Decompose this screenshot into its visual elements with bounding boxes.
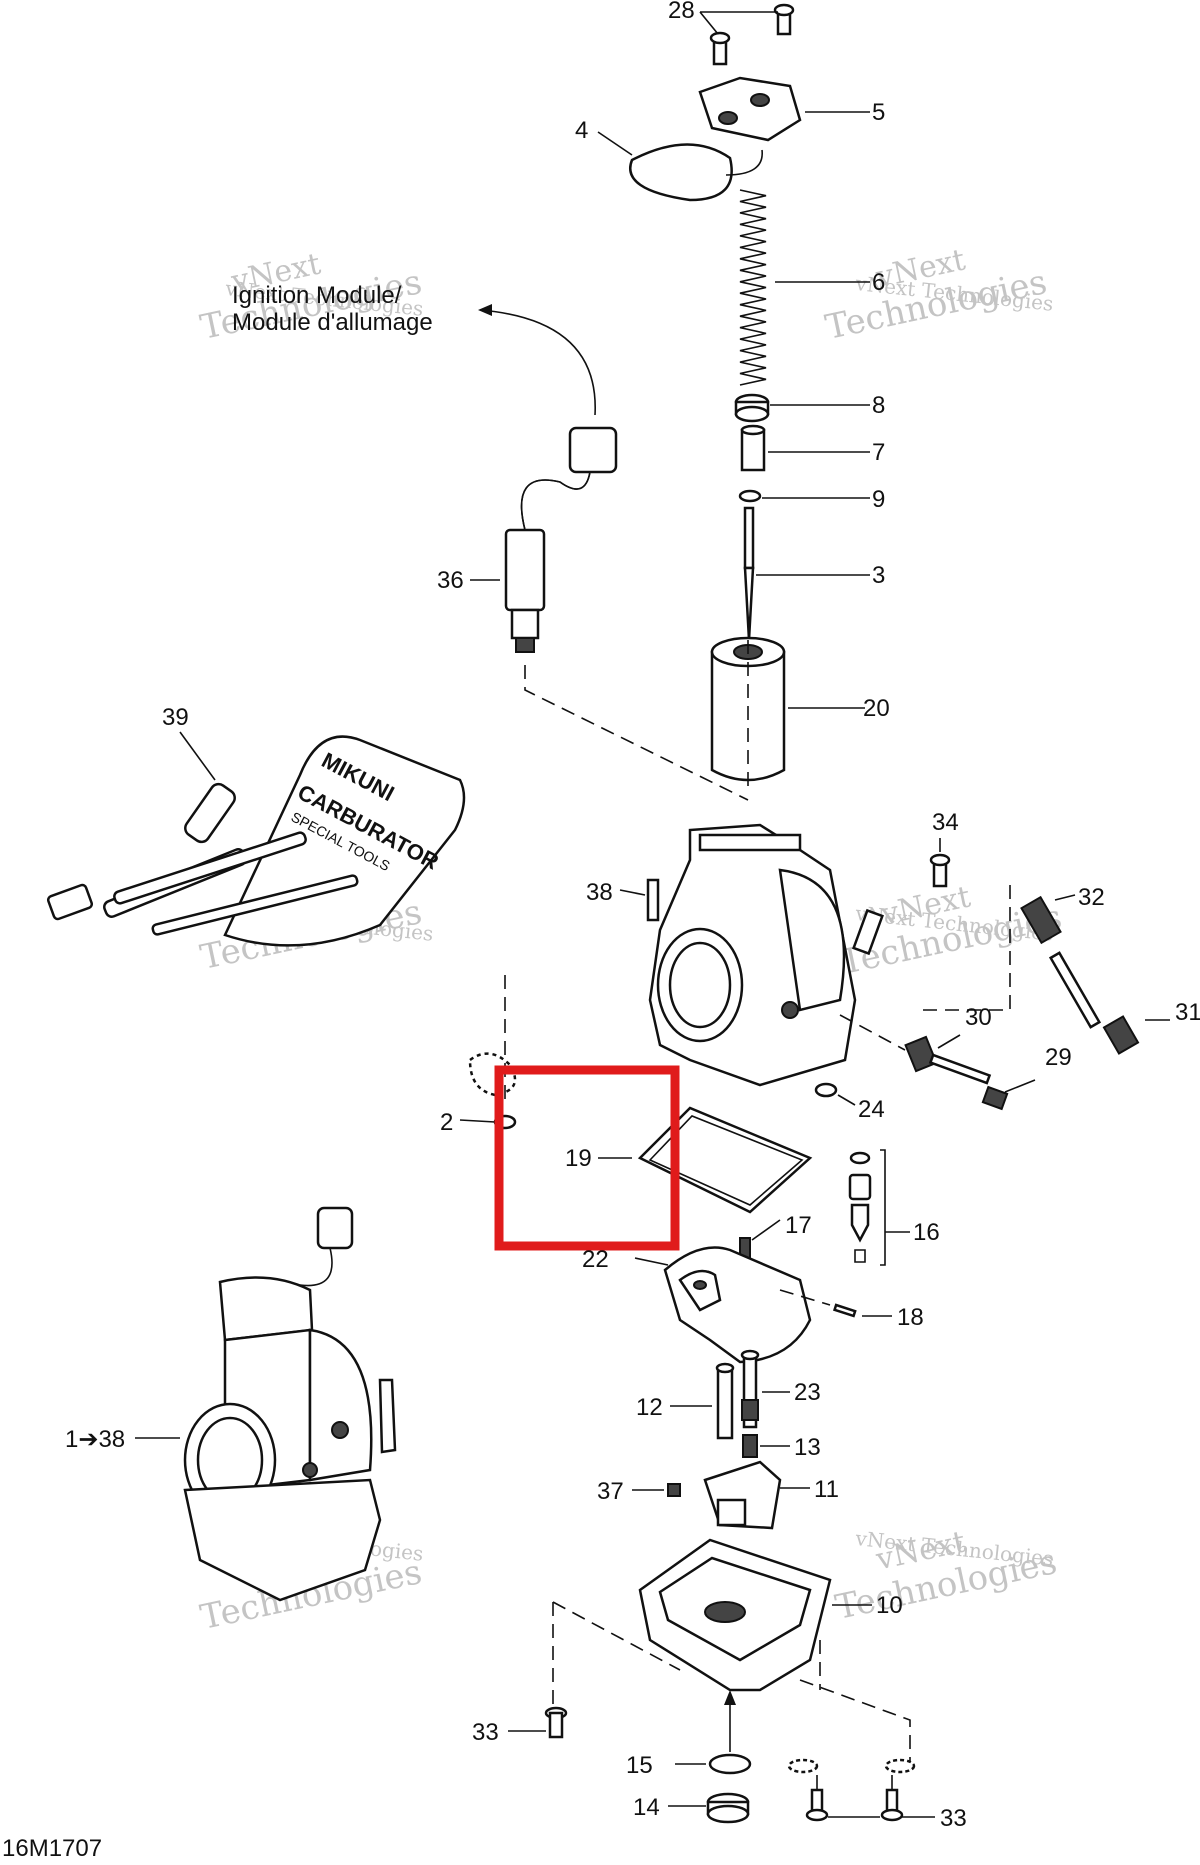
callout-labels: 28 5 4 6 8 7 9 3 36 20 39 34 38 32 31 30… [65,0,1200,1832]
part-oring-15 [675,1690,752,1775]
part-screw-34 [929,838,951,888]
callout-24: 24 [858,1096,885,1123]
callout-6: 6 [872,269,885,296]
svg-text:Module d'allumage: Module d'allumage [232,309,433,336]
part-pin-18 [779,1289,892,1318]
callout-15: 15 [626,1752,653,1779]
callout-17: 17 [785,1212,812,1239]
callout-31: 31 [1175,999,1200,1026]
part-plug-37 [632,1483,681,1497]
callout-29: 29 [1045,1044,1072,1071]
part-float-22 [634,1246,812,1364]
part-spring-6 [738,188,870,388]
ignition-arrow [479,309,596,416]
part-gasket-4 [597,131,763,202]
part-float-valve-16 [848,1149,910,1266]
part-gasket-19 [598,1106,813,1214]
part-carb-body [619,823,884,1087]
part-screws-28 [699,3,795,66]
callout-13: 13 [794,1434,821,1461]
callout-12: 12 [636,1394,663,1421]
callout-22: 22 [582,1246,609,1273]
part-idle-screw-30-29 [839,1014,1036,1111]
callout-9: 9 [872,486,885,513]
ignition-arrowhead [478,304,492,316]
callout-30: 30 [965,1004,992,1031]
svg-text:Ignition Module/: Ignition Module/ [232,282,402,309]
callout-19: 19 [565,1145,592,1172]
part-float-bowl-10 [552,1538,911,1770]
callout-5: 5 [872,99,885,126]
part-toolkit-39: MIKUNI CARBURATOR SPECIAL TOOLS [46,731,466,947]
callout-38: 38 [586,879,613,906]
part-plug-14 [668,1792,750,1824]
callout-33-right: 33 [940,1805,967,1832]
part-cap-5 [698,76,870,142]
ignition-caption: Ignition Module/ Module d'allumage [232,282,433,336]
part-screws-33-right [787,1758,935,1822]
callout-28: 28 [668,0,695,24]
part-jet-12 [670,1362,735,1440]
callout-8: 8 [872,392,885,419]
part-baffle-11 [703,1460,810,1530]
part-pilot-screw-32-31 [920,885,1170,1055]
callout-18: 18 [897,1304,924,1331]
callout-33-left: 33 [472,1719,499,1746]
callout-14: 14 [633,1794,660,1821]
callout-39: 39 [162,704,189,731]
highlight-box-19 [494,1065,680,1251]
part-jet-13 [742,1434,790,1458]
callout-11: 11 [814,1476,839,1503]
part-screw-33-left [508,1706,568,1739]
part-holder-7 [740,424,870,472]
callout-3: 3 [872,562,885,589]
drawing-code: 16M1707 [2,1835,102,1862]
callout-34: 34 [932,809,959,836]
callout-4: 4 [575,117,588,144]
callout-37: 37 [597,1478,624,1505]
callout-10: 10 [876,1592,903,1619]
callout-36: 36 [437,567,464,594]
part-oring-2 [459,975,517,1130]
part-jet-23 [740,1349,790,1429]
part-washer-8 [734,393,870,423]
callout-32: 32 [1078,884,1105,911]
part-sensor-36 [470,426,749,801]
callout-20: 20 [863,695,890,722]
callout-16: 16 [913,1219,940,1246]
part-clip-9 [738,489,870,503]
part-carb-assembly-1-38 [135,1206,397,1602]
callout-2: 2 [440,1109,453,1136]
part-plug-24 [814,1082,856,1106]
part-slide-20 [710,636,865,782]
part-needle-3 [743,506,870,641]
part-jet-17 [739,1219,781,1259]
callout-23: 23 [794,1379,821,1406]
callout-7: 7 [872,439,885,466]
callout-1-38: 1➔38 [65,1426,125,1453]
